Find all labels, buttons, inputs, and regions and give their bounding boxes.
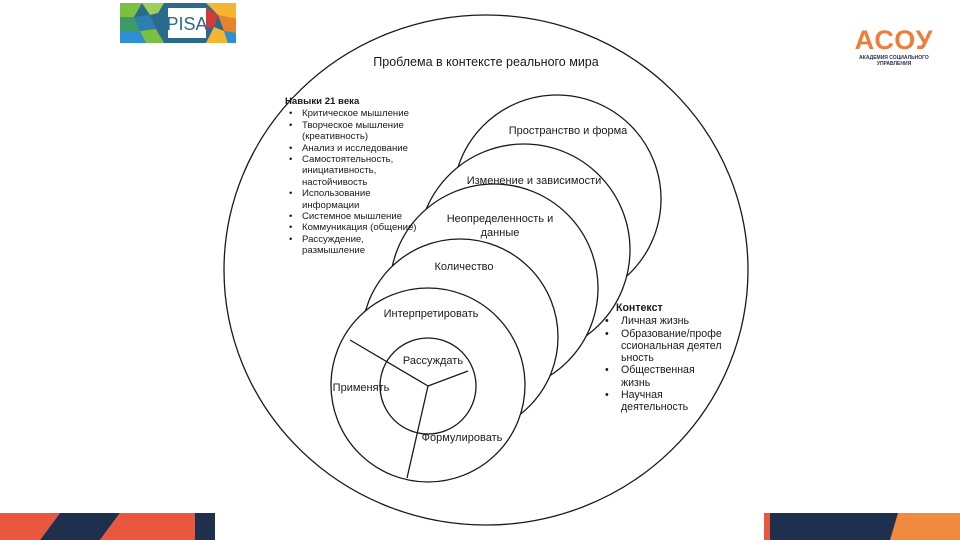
acou-logo: АСОУ АКАДЕМИЯ СОЦИАЛЬНОГО УПРАВЛЕНИЯ bbox=[848, 25, 940, 68]
skill-item: Критическое мышление bbox=[285, 108, 420, 120]
divider-reason bbox=[427, 370, 469, 387]
divider-formulate bbox=[406, 385, 429, 479]
label-uncertainty-line2: данные bbox=[481, 227, 520, 239]
skill-item: Системное мышление bbox=[285, 211, 420, 223]
skill-item: Использование информации bbox=[285, 188, 420, 211]
label-apply: Применять bbox=[333, 382, 390, 394]
label-space-shape: Пространство и форма bbox=[509, 125, 628, 137]
skill-item: Рассуждение, размышление bbox=[285, 234, 420, 257]
footer-stripes-right bbox=[764, 513, 960, 540]
pisa-logo-text: PISA bbox=[166, 14, 207, 34]
label-quantity: Количество bbox=[434, 261, 493, 273]
label-interpret: Интерпретировать bbox=[384, 308, 479, 320]
context-item: Образование/профессиональная деятельност… bbox=[603, 328, 723, 365]
acou-logo-subtitle-2: УПРАВЛЕНИЯ bbox=[876, 61, 912, 67]
divider-apply bbox=[349, 339, 429, 387]
label-reason: Рассуждать bbox=[403, 355, 463, 367]
label-change-relations: Изменение и зависимости bbox=[467, 175, 602, 187]
context-heading: Контекст bbox=[616, 302, 663, 314]
diagram-title: Проблема в контексте реального мира bbox=[373, 55, 598, 69]
skill-item: Коммуникация (общение) bbox=[285, 222, 420, 234]
label-uncertainty-line1: Неопределенность и bbox=[447, 213, 554, 225]
skill-item: Творческое мышление (креативность) bbox=[285, 120, 420, 143]
footer-stripes-left bbox=[0, 513, 215, 540]
context-item: Научная деятельность bbox=[603, 389, 723, 414]
acou-logo-text: АСОУ bbox=[854, 25, 934, 55]
skill-item: Самостоятельность, инициативность, насто… bbox=[285, 154, 420, 188]
skill-item: Анализ и исследование bbox=[285, 143, 420, 155]
outer-circle bbox=[223, 14, 749, 526]
skills-list: Навыки 21 века Критическое мышление Твор… bbox=[285, 96, 420, 257]
context-item: Личная жизнь bbox=[603, 315, 723, 328]
skills-heading: Навыки 21 века bbox=[285, 96, 360, 107]
context-item: Общественная жизнь bbox=[603, 364, 723, 389]
pisa-logo: PISA bbox=[120, 3, 236, 43]
acou-logo-subtitle-1: АКАДЕМИЯ СОЦИАЛЬНОГО bbox=[859, 55, 929, 61]
label-formulate: Формулировать bbox=[422, 432, 503, 444]
context-list: Контекст Личная жизнь Образование/профес… bbox=[603, 302, 723, 414]
